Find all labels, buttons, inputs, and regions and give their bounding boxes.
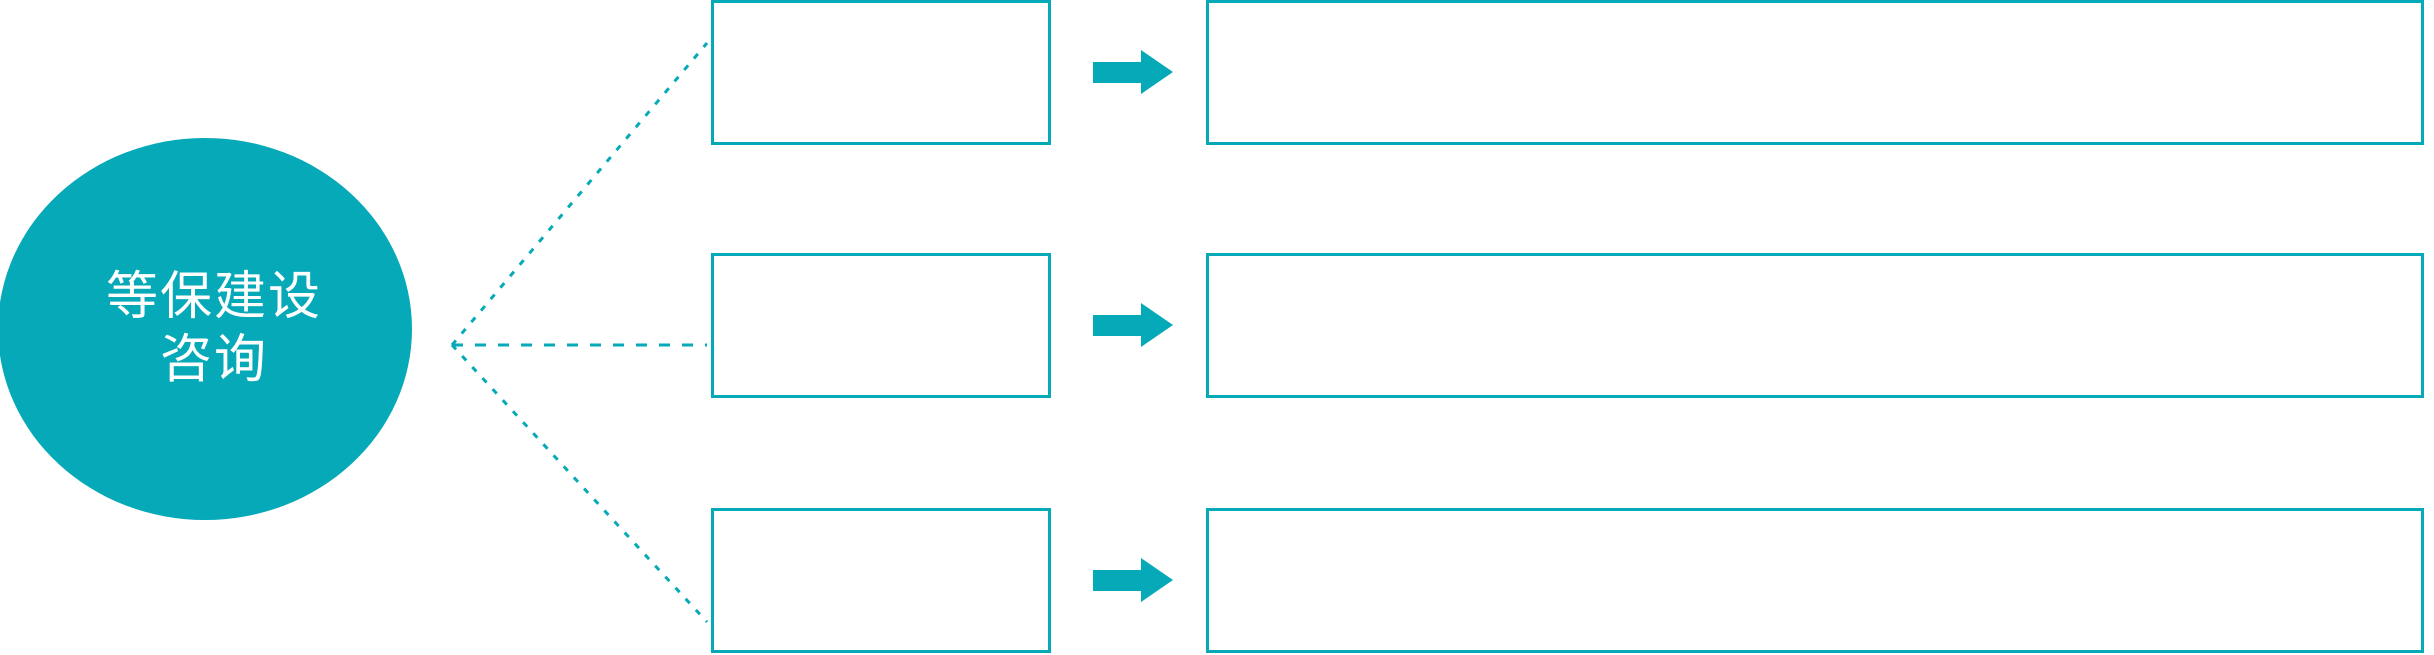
detail-box-3[interactable] (1206, 508, 2424, 653)
arrow-head (1141, 558, 1173, 602)
stage-box-3[interactable] (711, 508, 1051, 653)
arrow-shaft (1093, 315, 1145, 336)
hub-label: 等保建设 咨询 (105, 267, 322, 389)
arrow-right-icon-1 (1093, 50, 1173, 94)
detail-box-1[interactable] (1206, 0, 2424, 145)
arrow-right-icon-2 (1093, 303, 1173, 347)
arrow-shaft (1093, 570, 1145, 591)
arrow-head (1141, 303, 1173, 347)
stage-box-1[interactable] (711, 0, 1051, 145)
arrow-head (1141, 50, 1173, 94)
arrow-right-icon-3 (1093, 558, 1173, 602)
hub-circle[interactable]: 等保建设 咨询 (0, 138, 412, 520)
connector-line-1 (450, 42, 709, 346)
connector-line-3 (450, 343, 709, 624)
detail-box-2[interactable] (1206, 253, 2424, 398)
stage-box-2[interactable] (711, 253, 1051, 398)
arrow-shaft (1093, 62, 1145, 83)
